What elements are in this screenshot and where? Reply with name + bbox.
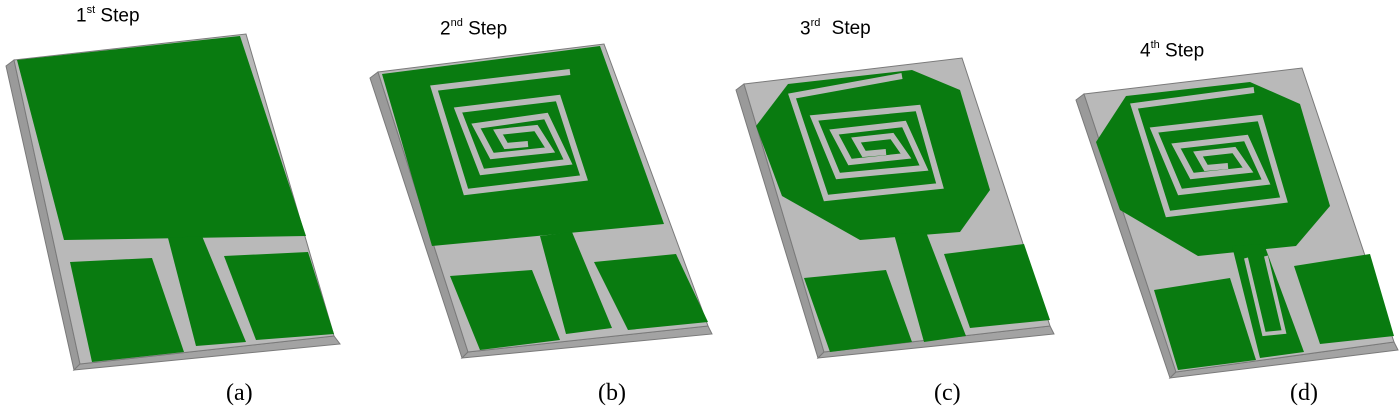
panel-b <box>369 43 713 359</box>
feed-line <box>168 236 246 346</box>
step-ordinal-suffix: th <box>1150 39 1160 51</box>
step-title-4: 4th Step <box>1140 39 1205 62</box>
step-word: Step <box>831 18 871 40</box>
panel-d <box>1075 67 1399 379</box>
step-number: 4 <box>1140 40 1151 62</box>
caption-b: (b) <box>598 380 626 406</box>
panel-a <box>5 33 341 371</box>
ground-plane-left <box>804 270 912 352</box>
step-number: 1 <box>76 5 87 27</box>
step-ordinal-suffix: st <box>86 4 96 16</box>
ground-plane-left <box>450 270 560 350</box>
step-number: 3 <box>800 18 811 40</box>
radiating-patch <box>17 36 306 240</box>
ground-plane-right <box>224 252 334 340</box>
step-ordinal-suffix: nd <box>450 17 463 29</box>
ground-plane-right <box>594 254 708 330</box>
feed-line <box>540 232 612 334</box>
spiral-slot <box>430 69 588 196</box>
spiral-slot <box>1130 87 1288 218</box>
caption-c: (c) <box>934 380 961 406</box>
step-word: Step <box>468 18 508 40</box>
caption-d: (d) <box>1290 380 1318 406</box>
step-word: Step <box>100 5 140 27</box>
caption-a: (a) <box>226 380 253 406</box>
ground-plane-left <box>1154 278 1256 370</box>
ground-plane-left <box>70 258 184 362</box>
step-ordinal-suffix: rd <box>810 17 821 29</box>
ground-plane-right <box>1294 254 1394 344</box>
step-title-1: 1st Step <box>76 4 140 27</box>
ground-plane-right <box>944 244 1050 328</box>
feed-slot <box>1244 255 1287 337</box>
step-word: Step <box>1165 40 1205 62</box>
step-title-2: 2nd Step <box>440 17 508 40</box>
step-title-3: 3rd Step <box>800 17 871 40</box>
step-number: 2 <box>440 18 451 40</box>
spiral-slot <box>788 73 944 202</box>
panel-c <box>735 57 1055 359</box>
feed-line <box>894 232 966 342</box>
